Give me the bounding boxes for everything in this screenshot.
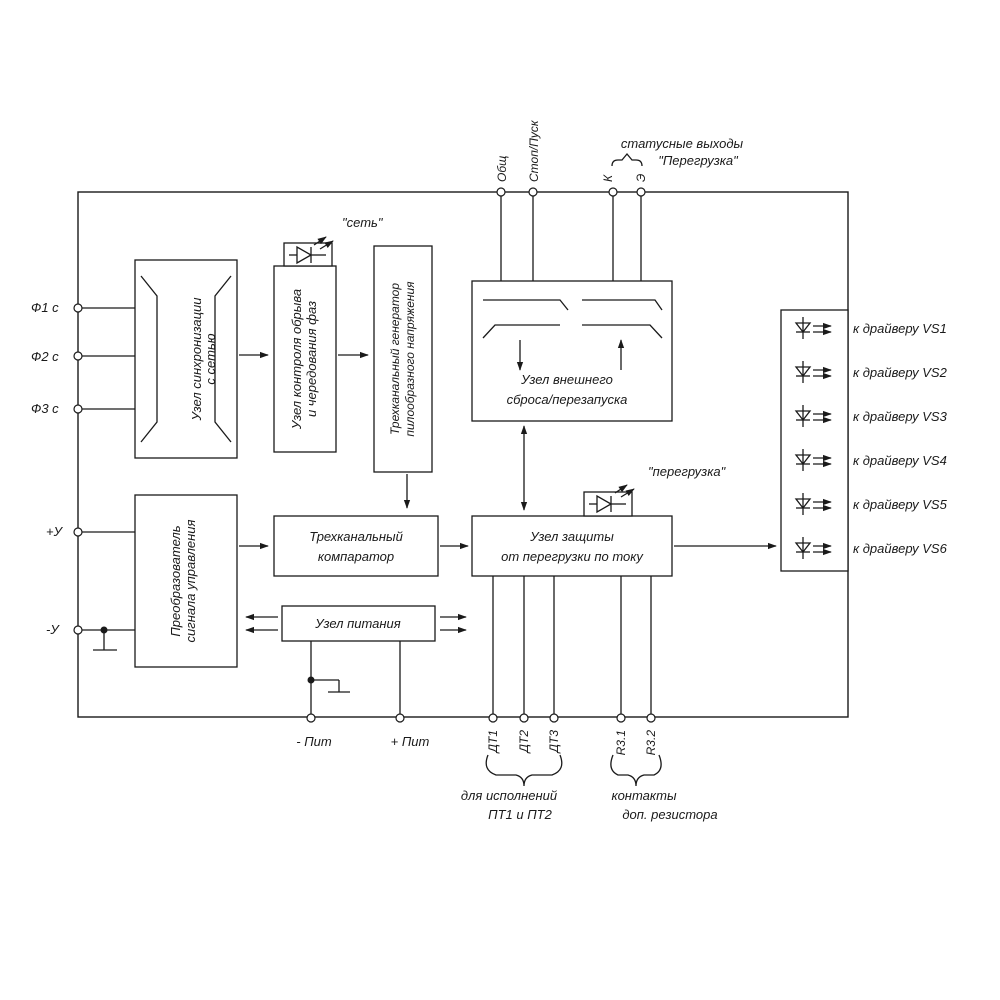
pin-label-e: Э — [634, 174, 648, 182]
power-block: Узел питания — [245, 605, 467, 716]
output-diode-icon — [794, 361, 832, 383]
driver-output-label: к драйверу VS4 — [853, 453, 947, 468]
comparator-label-2: компаратор — [318, 549, 394, 564]
phase-control-label-2: и чередования фаз — [304, 301, 319, 417]
pin-k — [608, 187, 618, 197]
driver-output-label: к драйверу VS6 — [853, 541, 948, 556]
pin-label-stop-start: Стоп/Пуск — [527, 119, 541, 182]
converter-block: Преобразователь сигнала управления — [134, 494, 238, 668]
power-label: Узел питания — [314, 616, 400, 631]
pin-plus-power — [395, 713, 405, 723]
protection-label-1: Узел защиты — [529, 529, 614, 544]
network-led-icon — [289, 236, 334, 265]
reset-block: Узел внешнего сброса/перезапуска — [471, 280, 673, 422]
pin-common — [496, 187, 506, 197]
pin-dt3 — [549, 713, 559, 723]
resistor-brace — [610, 754, 662, 787]
driver-output-label: к драйверу VS2 — [853, 365, 948, 380]
pin-label-r32: R3.2 — [644, 730, 658, 756]
top-pins: Общ Стоп/Пуск К Э статусные выходы "Пере… — [495, 119, 744, 281]
pt-note-2: ПТ1 и ПТ2 — [488, 807, 552, 822]
saw-generator-label-2: пилообразного напряжения — [403, 281, 417, 437]
driver-output-row: к драйверу VS6 — [794, 537, 948, 559]
status-subtitle: "Перегрузка" — [658, 153, 739, 168]
pt-brace — [485, 754, 563, 787]
saw-generator-block: Трехканальный генератор пилообразного на… — [373, 245, 433, 473]
sync-label-1: Узел синхронизации — [189, 297, 204, 421]
pin-label-k: К — [601, 174, 615, 182]
pin-label-phase1: Ф1 с — [31, 300, 59, 315]
protection-block: Узел защиты от перегрузки по току "перег… — [471, 464, 727, 577]
pin-label-phase2: Ф2 с — [31, 349, 59, 364]
pin-minus-power — [306, 713, 316, 723]
driver-output-row: к драйверу VS5 — [794, 493, 948, 515]
driver-output-row: к драйверу VS2 — [794, 361, 948, 383]
pin-label-common: Общ — [495, 156, 509, 182]
pin-stop-start — [528, 187, 538, 197]
driver-output-label: к драйверу VS5 — [853, 497, 948, 512]
driver-outputs: к драйверу VS1 к драйверу VS2 к драйверу V… — [794, 317, 948, 559]
phase-control-block: Узел контроля обрыва и чередования фаз "… — [273, 215, 384, 453]
comparator-label-1: Трехканальный — [309, 529, 403, 544]
saw-generator-label-1: Трехканальный генератор — [388, 283, 402, 435]
reset-label-1: Узел внешнего — [520, 372, 613, 387]
overload-led-icon — [589, 484, 635, 514]
pin-r31 — [616, 713, 626, 723]
pin-plus-u — [73, 527, 83, 537]
left-pins: Ф1 с Ф2 с Ф3 с +У -У — [31, 300, 135, 651]
output-diode-icon — [794, 317, 832, 339]
pin-minus-u — [73, 625, 83, 635]
pin-label-dt1: ДТ1 — [486, 730, 500, 754]
converter-label-1: Преобразователь — [168, 525, 183, 636]
sync-block: Узел синхронизации с сетью — [134, 259, 238, 459]
pin-e — [636, 187, 646, 197]
pin-label-plus-u: +У — [46, 524, 64, 539]
phase-control-label-1: Узел контроля обрыва — [289, 289, 304, 430]
protection-label-2: от перегрузки по току — [501, 549, 644, 564]
output-diode-icon — [794, 537, 832, 559]
pin-label-minus-u: -У — [46, 622, 60, 637]
pin-phase3 — [73, 404, 83, 414]
pin-phase2 — [73, 351, 83, 361]
output-diode-icon — [794, 405, 832, 427]
driver-output-label: к драйверу VS3 — [853, 409, 948, 424]
output-diode-icon — [794, 493, 832, 515]
sync-label-2: с сетью — [203, 333, 218, 384]
pt-note-1: для исполнений — [461, 788, 557, 803]
pin-label-dt2: ДТ2 — [517, 730, 531, 755]
network-led-label: "сеть" — [342, 215, 384, 230]
pin-dt2 — [519, 713, 529, 723]
status-brace — [611, 152, 643, 167]
output-block — [780, 309, 849, 572]
driver-output-row: к драйверу VS1 — [794, 317, 947, 339]
pin-label-dt3: ДТ3 — [547, 730, 561, 755]
driver-output-label: к драйверу VS1 — [853, 321, 947, 336]
status-title: статусные выходы — [621, 136, 744, 151]
pin-label-r31: R3.1 — [614, 730, 628, 755]
comparator-block: Трехканальный компаратор — [273, 515, 439, 577]
driver-output-row: к драйверу VS3 — [794, 405, 948, 427]
overload-led-label: "перегрузка" — [648, 464, 727, 479]
resistor-note-1: контакты — [611, 788, 677, 803]
pin-dt1 — [488, 713, 498, 723]
bottom-pins: - Пит + Пит ДТ1 ДТ2 ДТ3 R3.1 R3.2 для ис… — [296, 576, 718, 822]
resistor-note-2: доп. резистора — [622, 807, 717, 822]
converter-label-2: сигнала управления — [183, 519, 198, 642]
pin-r32 — [646, 713, 656, 723]
pin-phase1 — [73, 303, 83, 313]
reset-label-2: сброса/перезапуска — [507, 392, 628, 407]
pin-label-phase3: Ф3 с — [31, 401, 59, 416]
driver-output-row: к драйверу VS4 — [794, 449, 947, 471]
output-diode-icon — [794, 449, 832, 471]
pin-label-plus-power: + Пит — [391, 734, 430, 749]
pin-label-minus-power: - Пит — [296, 734, 332, 749]
